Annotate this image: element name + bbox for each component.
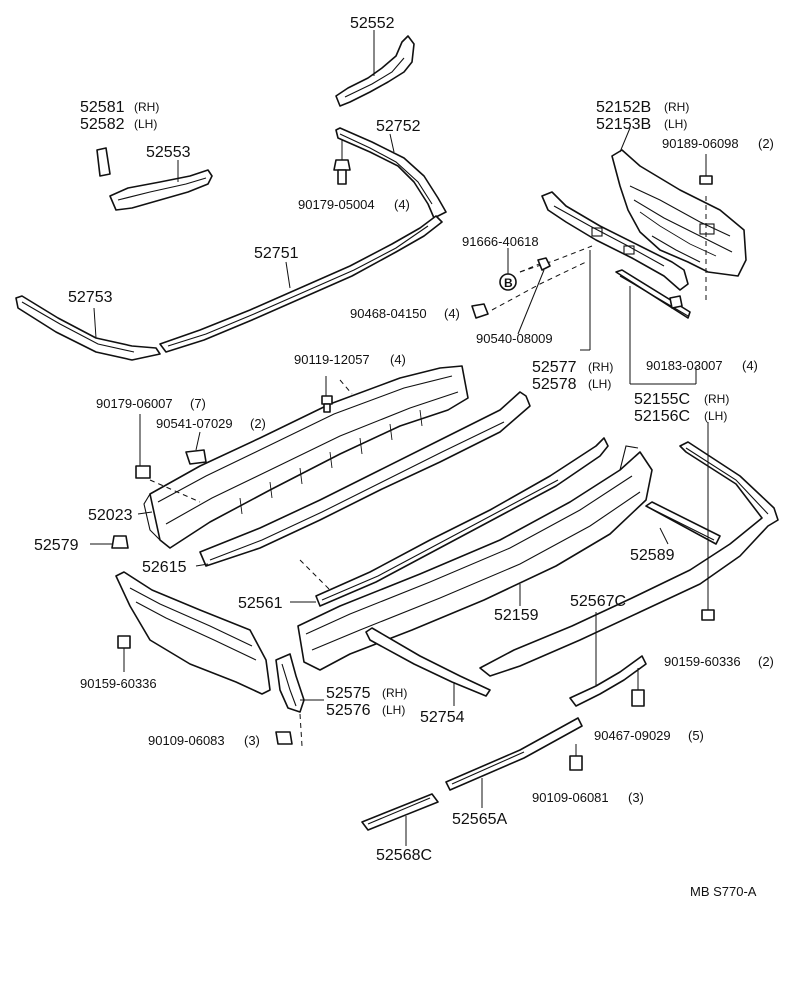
part-52023-drawing	[137, 365, 469, 549]
label-52751: 52751	[254, 245, 299, 262]
part-52567C-drawing	[569, 612, 647, 707]
label-91666-40618: 91666-40618	[462, 234, 539, 249]
part-52565A-drawing	[445, 717, 583, 808]
label-52579: 52579	[34, 537, 79, 554]
label-52152B-side: (RH)	[664, 100, 689, 114]
label-52552: 52552	[350, 15, 395, 32]
bolt-90109-06081-drawing	[569, 744, 583, 771]
label-90109-06081-qty: (3)	[628, 790, 644, 805]
label-52577-side: (RH)	[588, 360, 613, 374]
label-52754: 52754	[420, 709, 465, 726]
label-90109-06083-qty: (3)	[244, 733, 260, 748]
part-52751-drawing	[159, 215, 443, 353]
label-52155C: 52155C	[634, 391, 690, 408]
part-52754-drawing	[365, 441, 779, 706]
label-52581-side: (RH)	[134, 100, 159, 114]
label-52156C-side: (LH)	[704, 409, 727, 423]
clip-90189-06098-drawing	[699, 154, 713, 185]
part-52615-drawing	[195, 391, 531, 567]
label-90179-05004-qty: (4)	[394, 197, 410, 212]
label-90467-09029: 90467-09029	[594, 728, 671, 743]
part-52577-drawing	[541, 191, 689, 351]
label-90179-06007-qty: (7)	[190, 396, 206, 411]
label-52582: 52582	[80, 116, 125, 133]
label-90119-12057-qty: (4)	[390, 352, 406, 367]
nut-90540-08009-drawing	[517, 257, 551, 335]
pad-90541-07029-drawing	[185, 431, 207, 465]
label-90468-04150: 90468-04150	[350, 306, 427, 321]
label-90179-05004: 90179-05004	[298, 197, 375, 212]
part-52753-drawing	[15, 295, 161, 361]
label-52023: 52023	[88, 507, 133, 524]
clip-90467-09029-drawing	[631, 668, 645, 707]
label-90189-06098-qty: (2)	[758, 136, 774, 151]
label-90159-60336-right: 90159-60336	[664, 654, 741, 669]
part-52553-drawing	[96, 147, 213, 211]
label-52753: 52753	[68, 289, 113, 306]
clip-90179-05004-drawing	[333, 140, 351, 185]
label-52581: 52581	[80, 99, 125, 116]
label-52152B: 52152B	[596, 99, 651, 116]
nut-90468-04150-drawing	[471, 303, 489, 319]
label-52568C: 52568C	[376, 847, 432, 864]
label-52615: 52615	[142, 559, 187, 576]
label-90109-06081: 90109-06081	[532, 790, 609, 805]
part-52159-drawing	[297, 445, 653, 671]
label-52582-side: (LH)	[134, 117, 157, 131]
bolt-90119-12057-drawing	[321, 376, 353, 413]
clip-90159-60336-right-drawing	[701, 422, 715, 621]
label-52576-side: (LH)	[382, 703, 405, 717]
label-52567C: 52567C	[570, 593, 626, 610]
part-52575-drawing	[275, 653, 324, 747]
lower-cover-left-drawing	[115, 571, 271, 695]
label-52156C: 52156C	[634, 408, 690, 425]
label-52561: 52561	[238, 595, 283, 612]
label-52565A: 52565A	[452, 811, 507, 828]
label-52575: 52575	[326, 685, 371, 702]
washer-91666-40618-drawing	[499, 248, 517, 291]
part-52561-drawing	[290, 437, 609, 607]
label-52578: 52578	[532, 376, 577, 393]
label-90183-03007-qty: (4)	[742, 358, 758, 373]
label-90119-12057: 90119-12057	[294, 352, 370, 367]
label-90540-08009: 90540-08009	[476, 331, 553, 346]
part-52152B-drawing	[611, 127, 747, 277]
clip-90159-60336-left-drawing	[117, 635, 131, 672]
diagram-code: MB S770-A	[690, 884, 757, 899]
label-90189-06098: 90189-06098	[662, 136, 739, 151]
part-52552-drawing	[335, 30, 415, 107]
label-90179-06007: 90179-06007	[96, 396, 173, 411]
label-90159-60336-right-qty: (2)	[758, 654, 774, 669]
clip-52579-drawing	[90, 535, 129, 549]
part-52752-drawing	[335, 127, 447, 219]
label-52578-side: (LH)	[588, 377, 611, 391]
label-90541-07029-qty: (2)	[250, 416, 266, 431]
label-52153B: 52153B	[596, 116, 651, 133]
label-90109-06083: 90109-06083	[148, 733, 225, 748]
bolt-90109-06083-drawing	[275, 731, 293, 745]
label-52159: 52159	[494, 607, 539, 624]
label-circle-b: B	[504, 276, 513, 290]
label-52589: 52589	[630, 547, 675, 564]
label-52553: 52553	[146, 144, 191, 161]
label-52153B-side: (LH)	[664, 117, 687, 131]
label-52576: 52576	[326, 702, 371, 719]
part-52155C-drawing	[615, 269, 697, 385]
label-52575-side: (RH)	[382, 686, 407, 700]
label-90159-60336-left: 90159-60336	[80, 676, 157, 691]
part-52568C-drawing	[361, 793, 439, 846]
clip-90179-06007-drawing	[135, 414, 201, 503]
label-90468-04150-qty: (4)	[444, 306, 460, 321]
label-52752: 52752	[376, 118, 421, 135]
label-90183-03007: 90183-03007	[646, 358, 723, 373]
part-52589-drawing	[645, 501, 721, 545]
label-52155C-side: (RH)	[704, 392, 729, 406]
label-90541-07029: 90541-07029	[156, 416, 233, 431]
label-90467-09029-qty: (5)	[688, 728, 704, 743]
label-52577: 52577	[532, 359, 577, 376]
